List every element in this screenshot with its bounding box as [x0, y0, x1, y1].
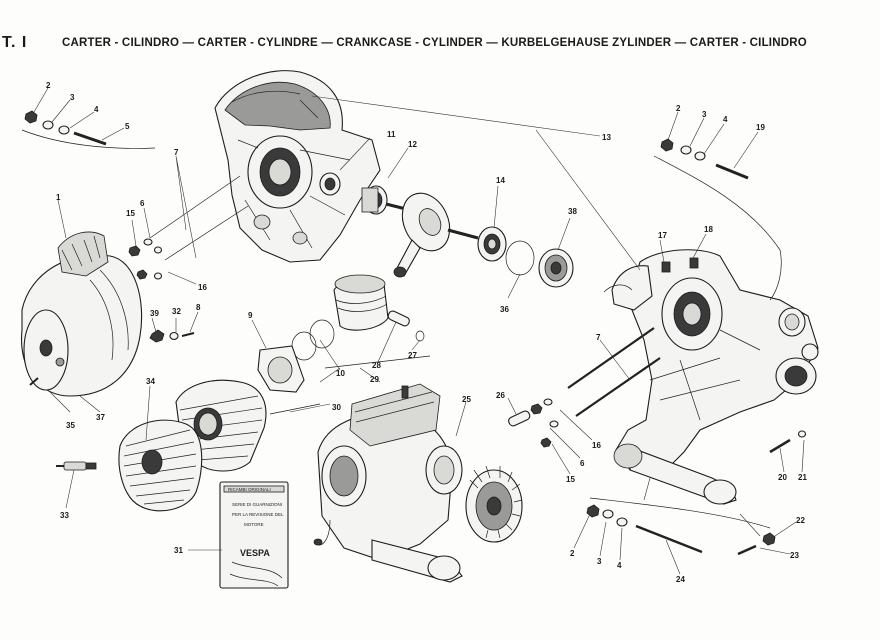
- callout-26: 26: [496, 391, 505, 400]
- kit-line-1: RICAMBI ORIGINALI: [228, 487, 271, 492]
- callout-4: 4: [94, 105, 99, 114]
- leader-lines: [33, 87, 805, 575]
- callout-7-right: 7: [596, 333, 601, 342]
- cover-fasteners: [149, 329, 195, 343]
- callout-25: 25: [462, 395, 471, 404]
- diagram-header: T. I CARTER - CILINDRO — CARTER - CYLIND…: [0, 34, 880, 56]
- cylinder-base-gasket: [257, 345, 305, 393]
- callout-17: 17: [658, 231, 667, 240]
- callout-24: 24: [676, 575, 685, 584]
- left-long-studs: [149, 175, 249, 261]
- right-crankcase-half: [603, 249, 819, 505]
- left-fasteners: [21, 110, 163, 280]
- callout-21: 21: [798, 473, 807, 482]
- callout-36: 36: [500, 305, 509, 314]
- right-long-studs: [567, 327, 661, 417]
- callout-9: 9: [248, 311, 253, 320]
- callout-20: 20: [778, 473, 787, 482]
- callout-11: 11: [387, 130, 396, 139]
- callout-23: 23: [790, 551, 799, 560]
- callout-6-right: 6: [580, 459, 585, 468]
- callout-15: 15: [126, 209, 135, 218]
- callout-38: 38: [568, 207, 577, 216]
- callout-4-bottom: 4: [617, 561, 622, 570]
- kit-brand: VESPA: [240, 548, 270, 558]
- plate-number: T. I: [2, 34, 28, 51]
- callout-37: 37: [96, 413, 105, 422]
- callout-3-right: 3: [702, 110, 707, 119]
- callout-29: 29: [370, 375, 379, 384]
- kit-line-4: MOTORE: [244, 522, 264, 527]
- callout-5: 5: [125, 122, 130, 131]
- callout-39: 39: [150, 309, 159, 318]
- bearing-and-crankshaft: [361, 185, 574, 288]
- flywheel-cover: [20, 231, 143, 397]
- page-title: CARTER - CILINDRO — CARTER - CYLINDRE — …: [62, 37, 807, 49]
- piston-assembly: [291, 274, 431, 369]
- callout-4-right: 4: [723, 115, 728, 124]
- callout-28: 28: [372, 361, 381, 370]
- callout-7: 7: [174, 148, 179, 157]
- assembled-engine: [313, 383, 523, 583]
- callout-27: 27: [408, 351, 417, 360]
- cylinder-head: [118, 419, 203, 512]
- callout-16-right: 16: [592, 441, 601, 450]
- callout-22: 22: [796, 516, 805, 525]
- callout-32: 32: [172, 307, 181, 316]
- callout-19: 19: [756, 123, 765, 132]
- callout-31: 31: [174, 546, 183, 555]
- callout-30: 30: [332, 403, 341, 412]
- callout-3: 3: [70, 93, 75, 102]
- callout-33: 33: [60, 511, 69, 520]
- callout-13: 13: [602, 133, 611, 142]
- callout-6: 6: [140, 199, 145, 208]
- callout-14: 14: [496, 176, 505, 185]
- callout-2: 2: [46, 81, 51, 90]
- spark-plug: [56, 461, 97, 471]
- gasket-kit-box: RICAMBI ORIGINALI SERIE DI GUARNIZIONI P…: [219, 481, 289, 589]
- callout-16: 16: [198, 283, 207, 292]
- callout-2-right: 2: [676, 104, 681, 113]
- callout-12: 12: [408, 140, 417, 149]
- callout-3-bottom: 3: [597, 557, 602, 566]
- left-crankcase-half: [214, 70, 381, 263]
- callout-numbers: 2 3 4 5 7 11 12 13 14 38 36 1 15 6 16 39…: [46, 81, 807, 584]
- callout-10: 10: [336, 369, 345, 378]
- right-fasteners: [508, 138, 807, 556]
- callout-18: 18: [704, 225, 713, 234]
- callout-34: 34: [146, 377, 155, 386]
- callout-1: 1: [56, 193, 61, 202]
- kit-line-2: SERIE DI GUARNIZIONI: [232, 502, 282, 507]
- callout-15-right: 15: [566, 475, 575, 484]
- kit-line-3: PER LA REVISIONE DEL: [232, 512, 284, 517]
- callout-35: 35: [66, 421, 75, 430]
- callout-2-bottom: 2: [570, 549, 575, 558]
- callout-8: 8: [196, 303, 201, 312]
